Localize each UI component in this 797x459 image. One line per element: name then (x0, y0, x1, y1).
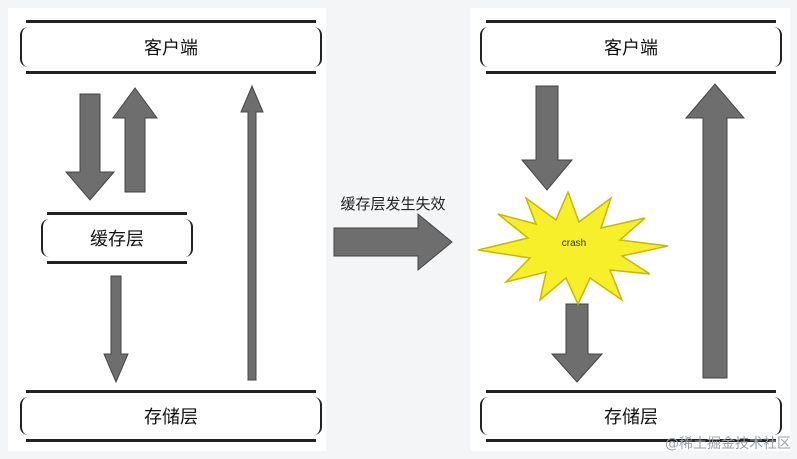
watermark: @稀土掘金技术社区 (665, 436, 791, 452)
right-storage-box: 存储层 (480, 390, 782, 442)
crash-label: crash (561, 238, 587, 249)
right-up-arrow-storage-to-client (684, 83, 746, 379)
left-down-arrow-cache-to-storage (103, 275, 129, 384)
left-cache-box: 缓存层 (41, 212, 193, 264)
right-down-arrow-crash-to-storage (550, 303, 604, 383)
left-client-box: 客户端 (20, 20, 322, 74)
left-down-arrow-client-to-cache (64, 93, 116, 201)
left-up-arrow-cache-to-client (112, 87, 158, 193)
left-storage-box: 存储层 (20, 390, 322, 442)
left-up-arrow-storage-to-client (240, 84, 264, 381)
right-storage-label: 存储层 (604, 407, 658, 428)
left-storage-label: 存储层 (144, 407, 198, 428)
transition-arrow (333, 212, 453, 272)
left-client-label: 客户端 (144, 38, 198, 59)
transition-label: 缓存层发生失效 (340, 195, 446, 213)
left-cache-label: 缓存层 (90, 229, 144, 250)
right-client-box: 客户端 (480, 20, 782, 74)
right-down-arrow-client-to-crash (520, 85, 574, 191)
crash-starburst-icon (477, 189, 669, 306)
right-client-label: 客户端 (604, 38, 658, 59)
